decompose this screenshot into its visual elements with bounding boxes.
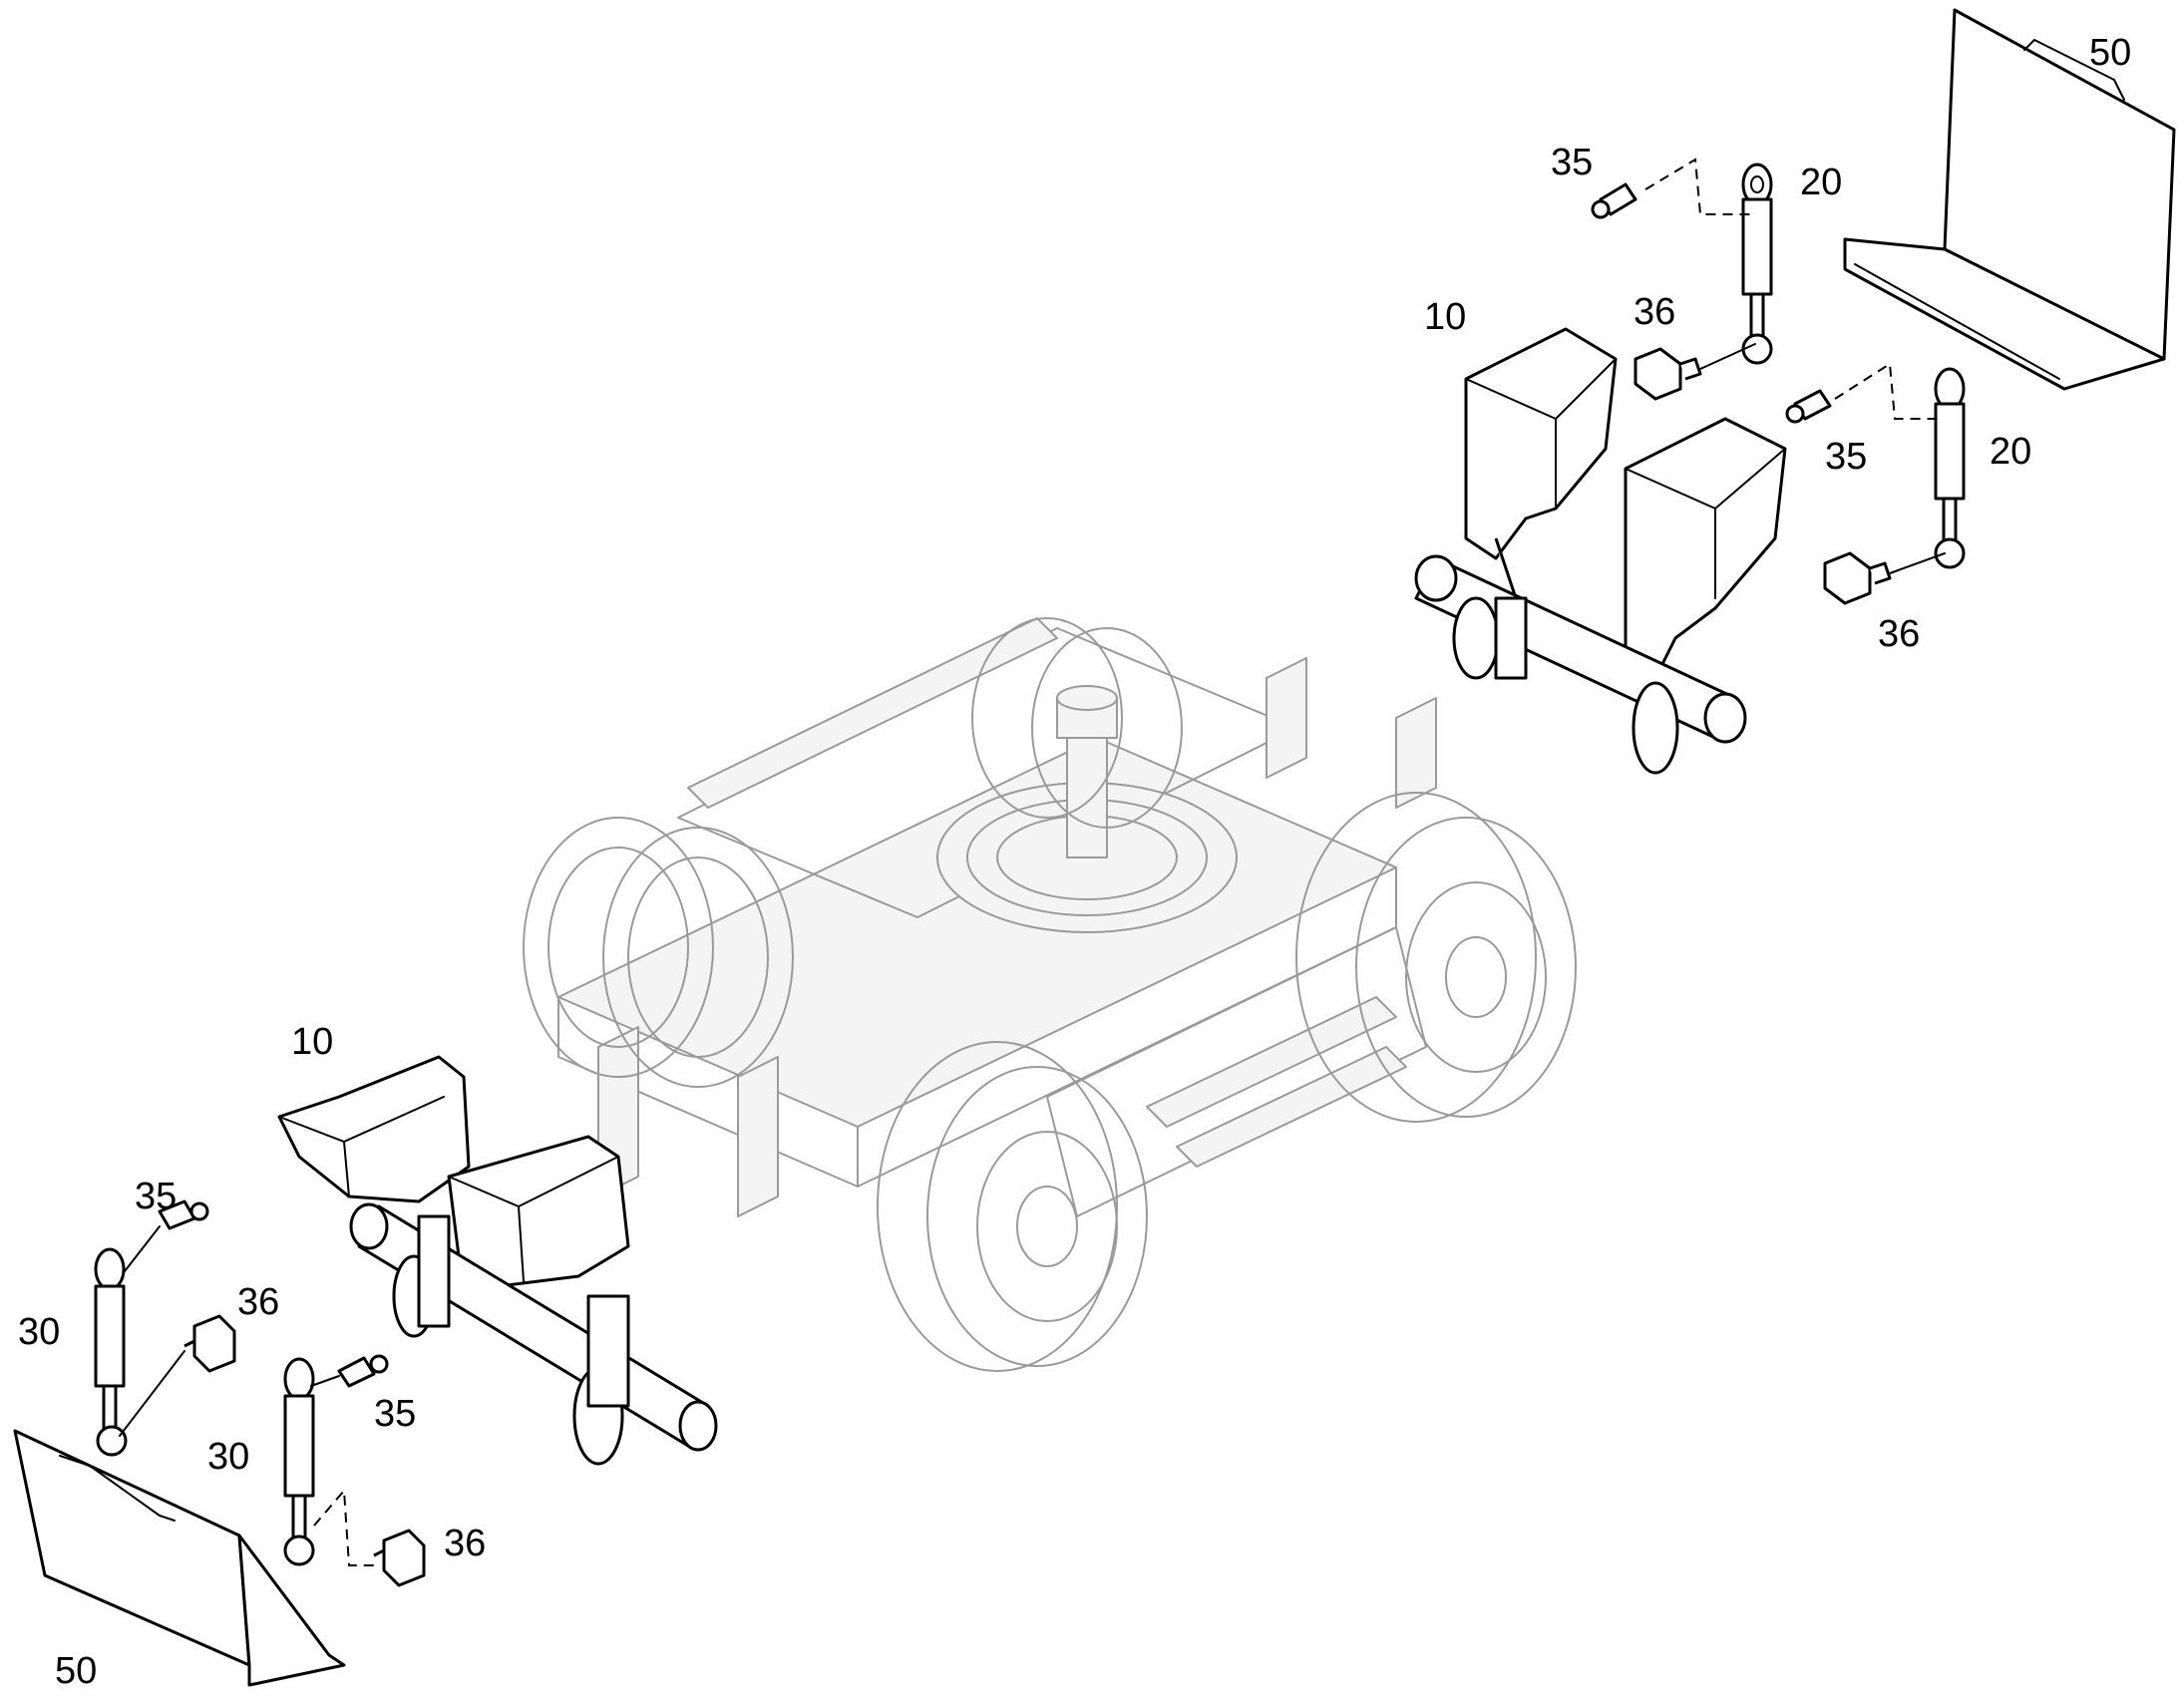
grease-nipple-35-top [1591, 182, 1637, 219]
axle-bracket-left [277, 1055, 718, 1466]
angle-fitting-36-top [1634, 343, 1756, 401]
grease-nipple-35-left-low [337, 1354, 389, 1388]
wheel-front-right [877, 1041, 1148, 1372]
wheel-rear-right [1295, 792, 1577, 1123]
angle-fitting-36-low [373, 1529, 426, 1587]
callout-35-left-top: 35 [135, 1176, 177, 1217]
hydraulic-cylinder-30-low [283, 1357, 315, 1566]
callout-30-low: 30 [207, 1436, 249, 1478]
callout-36-mid: 36 [1878, 613, 1920, 655]
callout-36-low: 36 [444, 1523, 486, 1564]
callout-35-left-low: 35 [374, 1393, 416, 1435]
grease-nipple-35-mid [1785, 389, 1832, 424]
callout-36-top: 36 [1634, 291, 1675, 333]
leader-35-mid [1834, 362, 1940, 420]
leader-35-left-top [124, 1225, 161, 1272]
callout-36-left: 36 [237, 1281, 279, 1323]
axle-bracket-right [1414, 327, 1787, 775]
chassis-drawing [523, 617, 1577, 1372]
angle-fitting-36-left [119, 1314, 236, 1437]
callout-20-mid: 20 [1990, 431, 2031, 473]
leader-35-top [1644, 158, 1750, 215]
wheel-rear-left [971, 617, 1183, 829]
hydraulic-cylinder-20-mid [1934, 367, 1966, 569]
callout-35-top: 35 [1551, 142, 1593, 183]
cover-plate-bottom [13, 1429, 346, 1687]
leader-36-low [313, 1488, 374, 1566]
hydraulic-cylinder-20-top [1741, 163, 1773, 365]
callout-10-right: 10 [1424, 296, 1466, 338]
callout-50-top: 50 [2089, 32, 2131, 74]
callout-30-left: 30 [18, 1311, 60, 1353]
grease-nipple-35-left-top [158, 1199, 209, 1230]
callout-20-top: 20 [1800, 162, 1842, 203]
callout-10-left: 10 [291, 1021, 333, 1063]
leader-35-left-low [310, 1375, 340, 1387]
callouts: 50 35 20 10 36 35 20 36 10 35 36 30 35 3… [18, 32, 2131, 1692]
angle-fitting-36-mid [1823, 551, 1946, 605]
callout-35-mid: 35 [1825, 436, 1867, 478]
wheel-front-left [523, 817, 794, 1088]
callout-50-bottom: 50 [55, 1650, 97, 1692]
cover-plate-top [1843, 8, 2176, 391]
hydraulic-cylinder-30-left [94, 1247, 128, 1457]
